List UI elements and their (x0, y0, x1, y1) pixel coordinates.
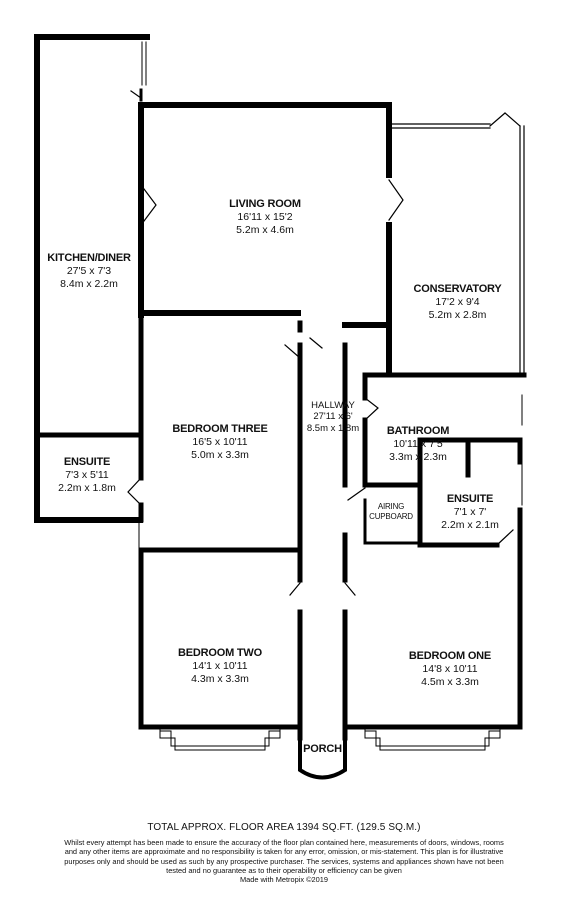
kitchen-window (54, 34, 147, 86)
room-dim-imperial: 7'3 x 5'11 (65, 469, 109, 482)
bedroom-one-window (364, 726, 501, 751)
room-name: LIVING ROOM (229, 198, 301, 210)
living-door-left (140, 184, 157, 226)
room-dim-metric: 2.2m x 1.8m (58, 481, 116, 494)
bathroom-door (364, 397, 379, 421)
bedroom-two-window (159, 726, 281, 751)
room-name-line1: AIRING (377, 502, 405, 511)
room-dim-imperial: 27'5 x 7'3 (66, 265, 112, 278)
room-dim-metric: 8.5m x 1.8m (306, 422, 360, 434)
room-name: BEDROOM THREE (172, 423, 268, 435)
ensuite-right-walls (417, 437, 523, 548)
room-dim-imperial: 16'11 x 15'2 (237, 211, 293, 224)
room-dim-imperial: 27'11 x 6' (313, 411, 353, 423)
room-dim-metric: 5.2m x 4.6m (236, 223, 294, 236)
disclaimer-block: Whilst every attempt has been made to en… (59, 838, 509, 884)
room-name-line2: CUPBOARD (369, 511, 413, 521)
hallway-door-top (284, 337, 323, 359)
room-dim-metric: 4.3m x 3.3m (191, 672, 249, 685)
total-floor-area: TOTAL APPROX. FLOOR AREA 1394 SQ.FT. (12… (147, 822, 421, 833)
room-dim-metric: 5.2m x 2.8m (428, 308, 487, 321)
bedroom-two-walls (138, 552, 303, 730)
credit-text: Made with Metropix ©2019 (239, 875, 329, 884)
disclaimer-text: Whilst every attempt has been made to en… (64, 838, 504, 875)
room-bedroom-three: BEDROOM THREE 16'5 x 10'11 5.0m x 3.3m (155, 423, 285, 461)
room-dim-imperial: 7'1 x 7' (453, 506, 487, 519)
room-living: LIVING ROOM 16'11 x 15'2 5.2m x 4.6m (200, 198, 330, 236)
conservatory-walls (388, 123, 525, 373)
room-name: BATHROOM (386, 425, 450, 437)
room-porch: PORCH (300, 743, 345, 756)
room-name: PORCH (303, 743, 342, 755)
room-name: KITCHEN/DINER (47, 252, 131, 264)
room-dim-imperial: 10'11 x 7'5 (393, 438, 443, 451)
room-ensuite-right: ENSUITE 7'1 x 7' 2.2m x 2.1m (420, 493, 520, 531)
room-name: CONSERVATORY (413, 283, 502, 295)
room-ensuite-left: ENSUITE 7'3 x 5'11 2.2m x 1.8m (42, 456, 132, 494)
room-name: BEDROOM TWO (178, 647, 262, 659)
bedroom-three-walls (138, 310, 303, 553)
bedroom-three-door (127, 477, 142, 506)
room-name: HALLWAY (311, 400, 355, 411)
room-dim-metric: 3.3m x 2.3m (389, 450, 447, 463)
porch-walls (298, 736, 347, 780)
room-dim-metric: 8.4m x 2.2m (60, 277, 118, 290)
room-name: ENSUITE (446, 493, 494, 505)
room-name: ENSUITE (63, 456, 111, 468)
ensuite-right-door (496, 529, 514, 546)
room-kitchen: KITCHEN/DINER 27'5 x 7'3 8.4m x 2.2m (30, 252, 148, 290)
bedroom-one-walls (342, 532, 523, 730)
room-dim-metric: 2.2m x 2.1m (441, 518, 499, 531)
airing-cupboard-walls (363, 498, 422, 545)
room-dim-imperial: 16'5 x 10'11 (192, 436, 248, 449)
living-room-walls (138, 102, 392, 375)
room-bedroom-one: BEDROOM ONE 14'8 x 10'11 4.5m x 3.3m (380, 650, 520, 688)
room-dim-imperial: 17'2 x 9'4 (435, 296, 480, 309)
living-room-window (159, 102, 371, 108)
airing-cupboard-door (347, 487, 366, 501)
room-dim-imperial: 14'1 x 10'11 (192, 660, 248, 673)
room-bedroom-two: BEDROOM TWO 14'1 x 10'11 4.3m x 3.3m (150, 647, 290, 685)
room-dim-imperial: 14'8 x 10'11 (422, 663, 478, 676)
room-hallway: HALLWAY 27'11 x 6' 8.5m x 1.8m (297, 400, 369, 434)
bathroom-walls (362, 372, 523, 548)
room-conservatory: CONSERVATORY 17'2 x 9'4 5.2m x 2.8m (395, 283, 520, 321)
room-name: BEDROOM ONE (408, 650, 492, 662)
room-dim-metric: 5.0m x 3.3m (191, 448, 249, 461)
room-dim-metric: 4.5m x 3.3m (421, 675, 479, 688)
hallway-walls (297, 320, 348, 741)
living-door-right (388, 179, 404, 221)
room-bathroom: BATHROOM 10'11 x 7'5 3.3m x 2.3m (368, 425, 468, 463)
hallway-door-mid (289, 582, 356, 596)
kitchen-walls (34, 34, 150, 523)
kitchen-door-swing (130, 90, 142, 99)
room-airing-cupboard: AIRING CUPBOARD (356, 502, 426, 521)
conservatory-door (489, 112, 521, 127)
